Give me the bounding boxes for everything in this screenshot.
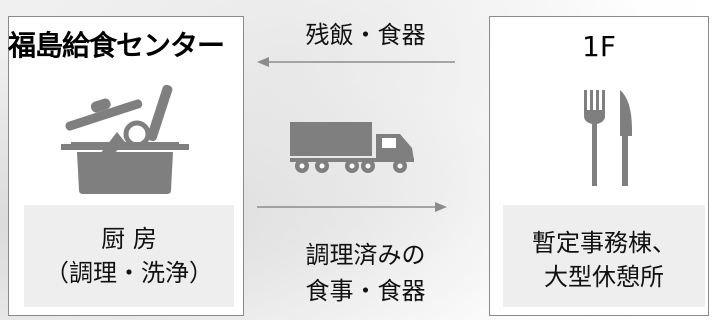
destination-title: 1F (582, 30, 616, 63)
delivery-flow-label-line2: 食事・食器 (305, 277, 426, 305)
return-arrow (257, 57, 455, 67)
kitchen-room-sublabel: （調理・洗浄） (45, 259, 213, 287)
delivery-arrow (257, 202, 447, 212)
delivery-flow-label-line1: 調理済みの (305, 241, 426, 269)
facility-box (503, 205, 705, 307)
truck-icon (290, 122, 414, 173)
facility-label-line2: 大型休憩所 (544, 263, 664, 291)
kitchen-room-label: 厨 房 (101, 225, 157, 253)
cooking-pot-icon (61, 84, 189, 194)
fork-knife-icon (584, 90, 632, 186)
facility-label-line1: 暫定事務棟、 (532, 229, 676, 257)
return-flow-label: 残飯・食器 (305, 21, 426, 49)
kitchen-room-box (24, 205, 234, 307)
kitchen-title: 福島給食センター (8, 29, 225, 62)
